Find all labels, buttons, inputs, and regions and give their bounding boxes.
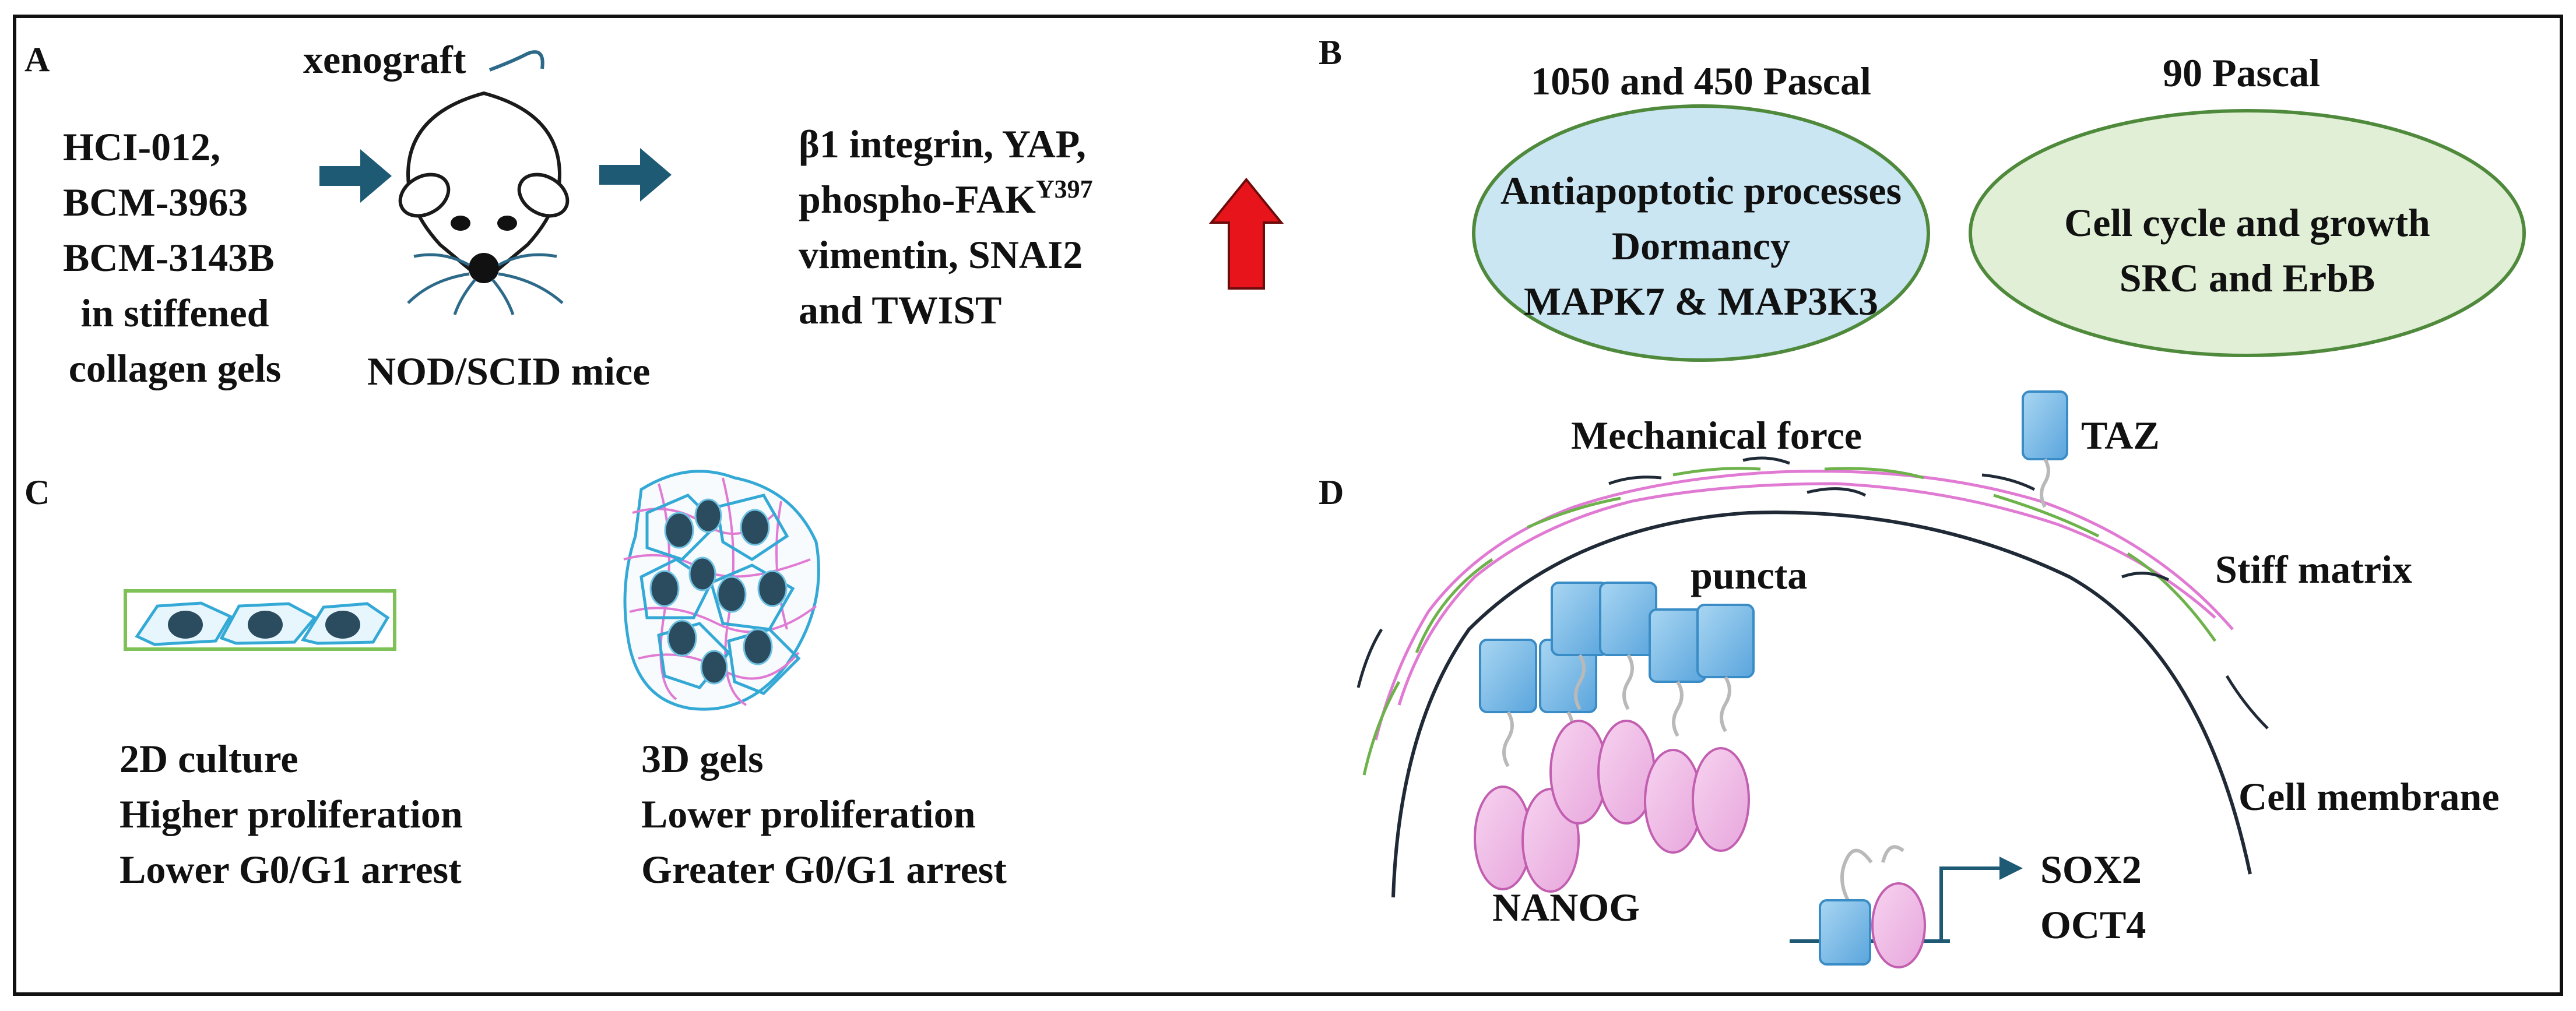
3d-gel-line-2: Lower proliferation bbox=[641, 792, 976, 836]
nanog-protein-icon bbox=[1692, 747, 1750, 852]
high-stiffness-line-1: Antiapoptotic processes bbox=[1500, 168, 1902, 213]
panel-b-letter: B bbox=[1319, 33, 1342, 72]
taz-puncta-icon bbox=[1600, 583, 1656, 709]
marker-superscript: Y397 bbox=[1036, 175, 1093, 203]
pdx-line-5: collagen gels bbox=[69, 346, 282, 390]
2d-culture-line-3: Lower G0/G1 arrest bbox=[120, 847, 462, 892]
figure-border bbox=[13, 15, 2563, 996]
nucleus-icon bbox=[664, 512, 694, 549]
panel-d-letter: D bbox=[1319, 473, 1344, 512]
mice-strain-label: NOD/SCID mice bbox=[367, 349, 650, 393]
panel-c-letter: C bbox=[24, 473, 50, 512]
nucleus-icon bbox=[700, 650, 728, 685]
nucleus-icon bbox=[168, 611, 203, 639]
nucleus-icon bbox=[757, 570, 788, 607]
taz-label: TAZ bbox=[2081, 413, 2160, 457]
high-stiffness-line-3: MAPK7 & MAP3K3 bbox=[1524, 279, 1878, 323]
target-gene-1: SOX2 bbox=[2040, 847, 2142, 892]
nucleus-icon bbox=[740, 509, 770, 546]
nucleus-icon bbox=[716, 576, 747, 613]
nucleus-icon bbox=[743, 628, 773, 665]
nanog-cluster bbox=[1474, 720, 1750, 893]
stiffness-high-heading: 1050 and 450 Pascal bbox=[1531, 59, 1871, 103]
2d-culture-illustration bbox=[124, 589, 396, 651]
nucleus-icon bbox=[694, 498, 722, 533]
marker-list: β1 integrin, YAP, phospho-FAKY397 viment… bbox=[799, 122, 1093, 332]
stiff-matrix-fibers bbox=[1356, 456, 2269, 776]
mechanical-force-label: Mechanical force bbox=[1571, 413, 1862, 457]
panel-c: C bbox=[24, 470, 1007, 892]
3d-gel-line-1: 3D gels bbox=[641, 737, 764, 781]
target-gene-2: OCT4 bbox=[2040, 903, 2146, 947]
right-arrow-icon bbox=[599, 148, 672, 202]
stiff-matrix-label: Stiff matrix bbox=[2215, 547, 2412, 591]
pdx-line-2: BCM-3963 bbox=[63, 180, 248, 224]
taz-protein-icon bbox=[2022, 390, 2068, 508]
nucleus-icon bbox=[667, 619, 697, 657]
panel-d: D Mechanical force TAZ bbox=[1319, 390, 2500, 968]
2d-culture-line-2: Higher proliferation bbox=[120, 792, 463, 836]
right-arrow-icon bbox=[319, 149, 392, 203]
marker-line-1: β1 integrin, YAP, bbox=[799, 122, 1086, 166]
low-stiffness-line-2: SRC and ErbB bbox=[2120, 256, 2375, 300]
taz-puncta-icon bbox=[1698, 605, 1753, 731]
pdx-model-list: HCI-012, BCM-3963 BCM-3143B in stiffened… bbox=[63, 125, 281, 390]
low-stiffness-ellipse bbox=[1969, 109, 2526, 357]
nanog-label: NANOG bbox=[1492, 885, 1640, 929]
panel-b: B 1050 and 450 Pascal Antiapoptotic proc… bbox=[1319, 33, 2526, 362]
transcription-complex-icon bbox=[1790, 845, 2023, 968]
stiffness-low-heading: 90 Pascal bbox=[2163, 51, 2320, 95]
taz-puncta-icon bbox=[1480, 640, 1536, 766]
low-stiffness-line-1: Cell cycle and growth bbox=[2064, 200, 2430, 245]
2d-culture-line-1: 2D culture bbox=[120, 737, 298, 781]
cell-membrane-arc bbox=[1391, 510, 2252, 898]
nucleus-icon bbox=[688, 556, 716, 591]
cell-membrane-label: Cell membrane bbox=[2238, 774, 2500, 819]
nucleus-icon bbox=[325, 611, 360, 639]
mouse-icon bbox=[398, 50, 570, 315]
marker-line-2-text: phospho-FAK bbox=[799, 177, 1036, 221]
high-stiffness-ellipse bbox=[1472, 104, 1930, 362]
upregulation-arrow-icon bbox=[1208, 177, 1284, 290]
3d-gel-illustration bbox=[623, 470, 820, 711]
pdx-line-4: in stiffened bbox=[81, 291, 269, 335]
marker-line-4: and TWIST bbox=[799, 288, 1001, 332]
nucleus-icon bbox=[248, 611, 283, 639]
marker-line-2: phospho-FAKY397 bbox=[799, 175, 1093, 221]
pdx-line-1: HCI-012, bbox=[63, 125, 220, 169]
xenograft-label: xenograft bbox=[303, 37, 466, 82]
3d-gel-line-3: Greater G0/G1 arrest bbox=[641, 847, 1007, 892]
puncta-label: puncta bbox=[1691, 553, 1807, 597]
nucleus-icon bbox=[649, 570, 680, 607]
marker-line-3: vimentin, SNAI2 bbox=[799, 233, 1083, 277]
high-stiffness-line-2: Dormancy bbox=[1612, 224, 1790, 268]
panel-a: A HCI-012, BCM-3963 BCM-3143B in stiffen… bbox=[24, 37, 1284, 393]
panel-a-letter: A bbox=[24, 40, 50, 79]
pdx-line-3: BCM-3143B bbox=[63, 235, 275, 280]
